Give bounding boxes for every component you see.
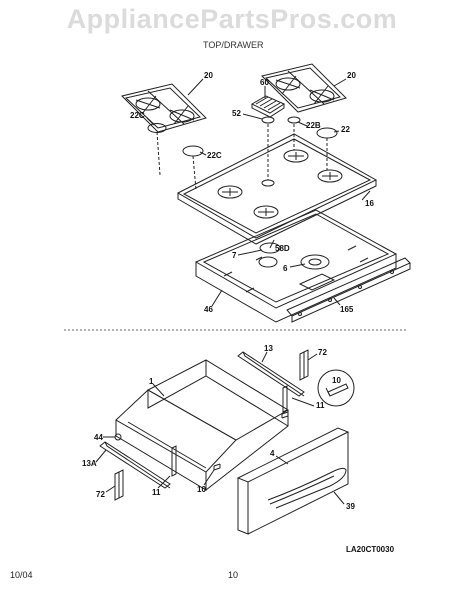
callout-44: 44: [94, 433, 103, 442]
callout-11-left: 11: [152, 488, 161, 497]
watermark: AppliancePartsPros.com: [66, 4, 398, 34]
callout-22c-lower: 22C: [207, 151, 222, 160]
callout-22b: 22B: [306, 121, 321, 130]
callout-13: 13: [264, 344, 273, 353]
drawer-rail-13a: [99, 441, 171, 489]
callout-11-right: 11: [316, 401, 325, 410]
part-callouts: 20 60 20 22C 52 22B 22 22C 16 7 58D 6 46…: [82, 71, 395, 554]
callout-7: 7: [232, 251, 237, 260]
callout-22: 22: [341, 125, 350, 134]
burner-cap-52: [261, 116, 275, 124]
screw-10-small: [213, 463, 221, 471]
burner-cap-22c-lower: [182, 145, 204, 157]
callout-46: 46: [204, 305, 213, 314]
callout-39: 39: [346, 502, 355, 511]
screw-detail-callout: [317, 369, 355, 407]
callout-22c-upper: 22C: [130, 111, 145, 120]
callout-20-left: 20: [204, 71, 213, 80]
side-rail-165: [286, 257, 411, 323]
vent-cap-60: [250, 95, 286, 118]
drawer-front-4: [236, 427, 350, 535]
callout-16: 16: [365, 199, 374, 208]
screw-11-small: [281, 411, 289, 419]
callout-72-upper: 72: [318, 348, 327, 357]
drawer-slide-11-right: [282, 385, 288, 413]
drawer-slide-11-left: [171, 445, 177, 477]
callout-60: 60: [260, 78, 269, 87]
callout-6: 6: [283, 264, 288, 273]
callout-165: 165: [340, 305, 354, 314]
cooktop-panel-16: [176, 133, 378, 245]
callout-52: 52: [232, 109, 241, 118]
callout-20-right: 20: [347, 71, 356, 80]
callout-13a: 13A: [82, 459, 97, 468]
callout-10-lower: 10: [197, 485, 206, 494]
burner-box-tray: [194, 209, 398, 323]
footer-page-number: 10: [228, 570, 239, 580]
right-burner-grate: [261, 63, 347, 113]
page-subtitle: TOP/DRAWER: [203, 40, 264, 50]
bracket-72-upper: [299, 349, 309, 381]
callout-58d: 58D: [275, 244, 290, 253]
drawer-rail-13: [237, 351, 305, 397]
burner-cap-22b: [287, 116, 301, 124]
drawer-body-1: [115, 359, 289, 492]
callout-4: 4: [270, 449, 275, 458]
footer-date: 10/04: [10, 570, 33, 580]
callout-1: 1: [149, 377, 154, 386]
callout-72-lower: 72: [96, 490, 105, 499]
callout-10-callout: 10: [332, 376, 341, 385]
diagram-code: LA20CT0030: [346, 545, 395, 554]
bracket-72-lower: [114, 469, 124, 501]
